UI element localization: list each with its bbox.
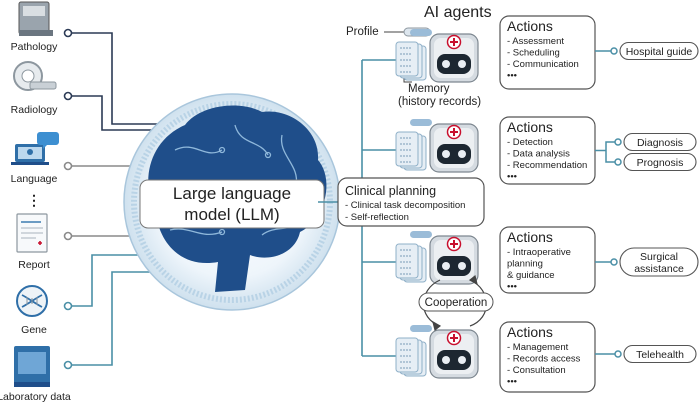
memory-stack-icon [395,337,427,377]
robot-agent-icon [429,123,479,173]
profile-tag-icon [410,119,432,126]
output-label: Prognosis [637,157,684,169]
memory-stack-icon [395,41,427,81]
llm-label-box: Large language model (LLM) [139,179,325,229]
actions-more-ellipsis: ••• [507,377,517,388]
output-connector-dot [614,350,622,358]
output-badge: Prognosis [623,152,697,172]
actions-item: - Records access [507,354,581,365]
memory-label: Memory [408,83,450,95]
action-boxes: Actions - Assessment- Scheduling- Communi… [499,15,699,393]
laboratory-machine-icon [14,346,50,387]
actions-item: - Scheduling [507,48,560,59]
llm-label-line1: Large language [173,184,291,203]
memory-sub-label: (history records) [398,96,481,108]
actions-item: - Intraoperative [507,247,571,258]
input-label-language: Language [11,173,58,185]
actions-item: - Management [507,342,569,353]
llm-label-line2: model (LLM) [184,205,279,224]
profile-tag-icon [410,325,432,332]
memory-stack-icon [395,243,427,283]
memory-stack-icon [395,131,427,171]
actions-box: Actions - Management- Records access- Con… [499,321,596,393]
input-label-gene: Gene [21,324,47,336]
clinical-planning-title: Clinical planning [345,184,436,198]
actions-title: Actions [507,18,553,34]
input-label-laboratory-data: Laboratory data [0,391,71,403]
output-badge: Diagnosis [623,132,697,152]
ai-agents-title: AI agents [424,4,492,21]
profile-tag-icon [410,231,432,238]
agent-rows [395,29,479,379]
actions-more-ellipsis: ••• [507,172,517,183]
actions-title: Actions [507,324,553,340]
input-label-radiology: Radiology [11,104,58,116]
actions-more-ellipsis: ••• [507,71,517,82]
output-label: Surgical [640,251,678,263]
actions-item: - Assessment [507,36,564,47]
output-connector-dot [614,138,622,146]
robot-agent-icon [429,33,479,83]
output-connector-dot [614,158,622,166]
cooperation-label: Cooperation [425,297,488,309]
actions-item: & guidance [507,270,555,281]
input-ellipsis: ⋮ [27,192,41,208]
output-connector-dot [610,258,618,266]
actions-more-ellipsis: ••• [507,282,517,293]
clinical-planning-box: Clinical planning - Clinical task decomp… [337,177,485,227]
gene-dna-icon [16,285,48,317]
input-label-pathology: Pathology [11,41,58,53]
input-label-report: Report [18,259,50,271]
profile-label: Profile [346,26,379,38]
clinical-planning-item: - Self-reflection [345,212,409,223]
language-laptop-icon [11,132,59,165]
actions-box: Actions - Detection- Data analysis- Recom… [499,116,596,185]
profile-tag-icon [410,29,432,36]
actions-box: Actions - Intraoperative planning & guida… [499,226,596,294]
actions-item: - Consultation [507,365,566,376]
output-label: Telehealth [636,349,684,361]
output-label: assistance [634,263,684,275]
robot-agent-icon [429,235,479,285]
pathology-scanner-icon [18,1,53,36]
actions-title: Actions [507,229,553,245]
cooperation-badge [418,292,494,312]
actions-item: - Detection [507,137,553,148]
output-label: Hospital guide [626,46,693,58]
robot-agent-icon [429,329,479,379]
actions-title: Actions [507,119,553,135]
clinical-planning-item: - Clinical task decomposition [345,200,465,211]
output-badge: Telehealth [623,344,697,364]
output-label: Diagnosis [637,137,683,149]
radiology-ct-icon [13,61,57,91]
output-connector-dot [610,47,618,55]
report-document-icon [16,213,48,253]
actions-item: planning [507,259,543,270]
actions-item: - Communication [507,59,579,70]
input-connectors [68,32,170,366]
input-connector-dots [63,28,73,370]
actions-item: - Recommendation [507,160,587,171]
output-badge: Hospital guide [619,41,699,61]
actions-box: Actions - Assessment- Scheduling- Communi… [499,15,596,90]
actions-item: - Data analysis [507,149,570,160]
